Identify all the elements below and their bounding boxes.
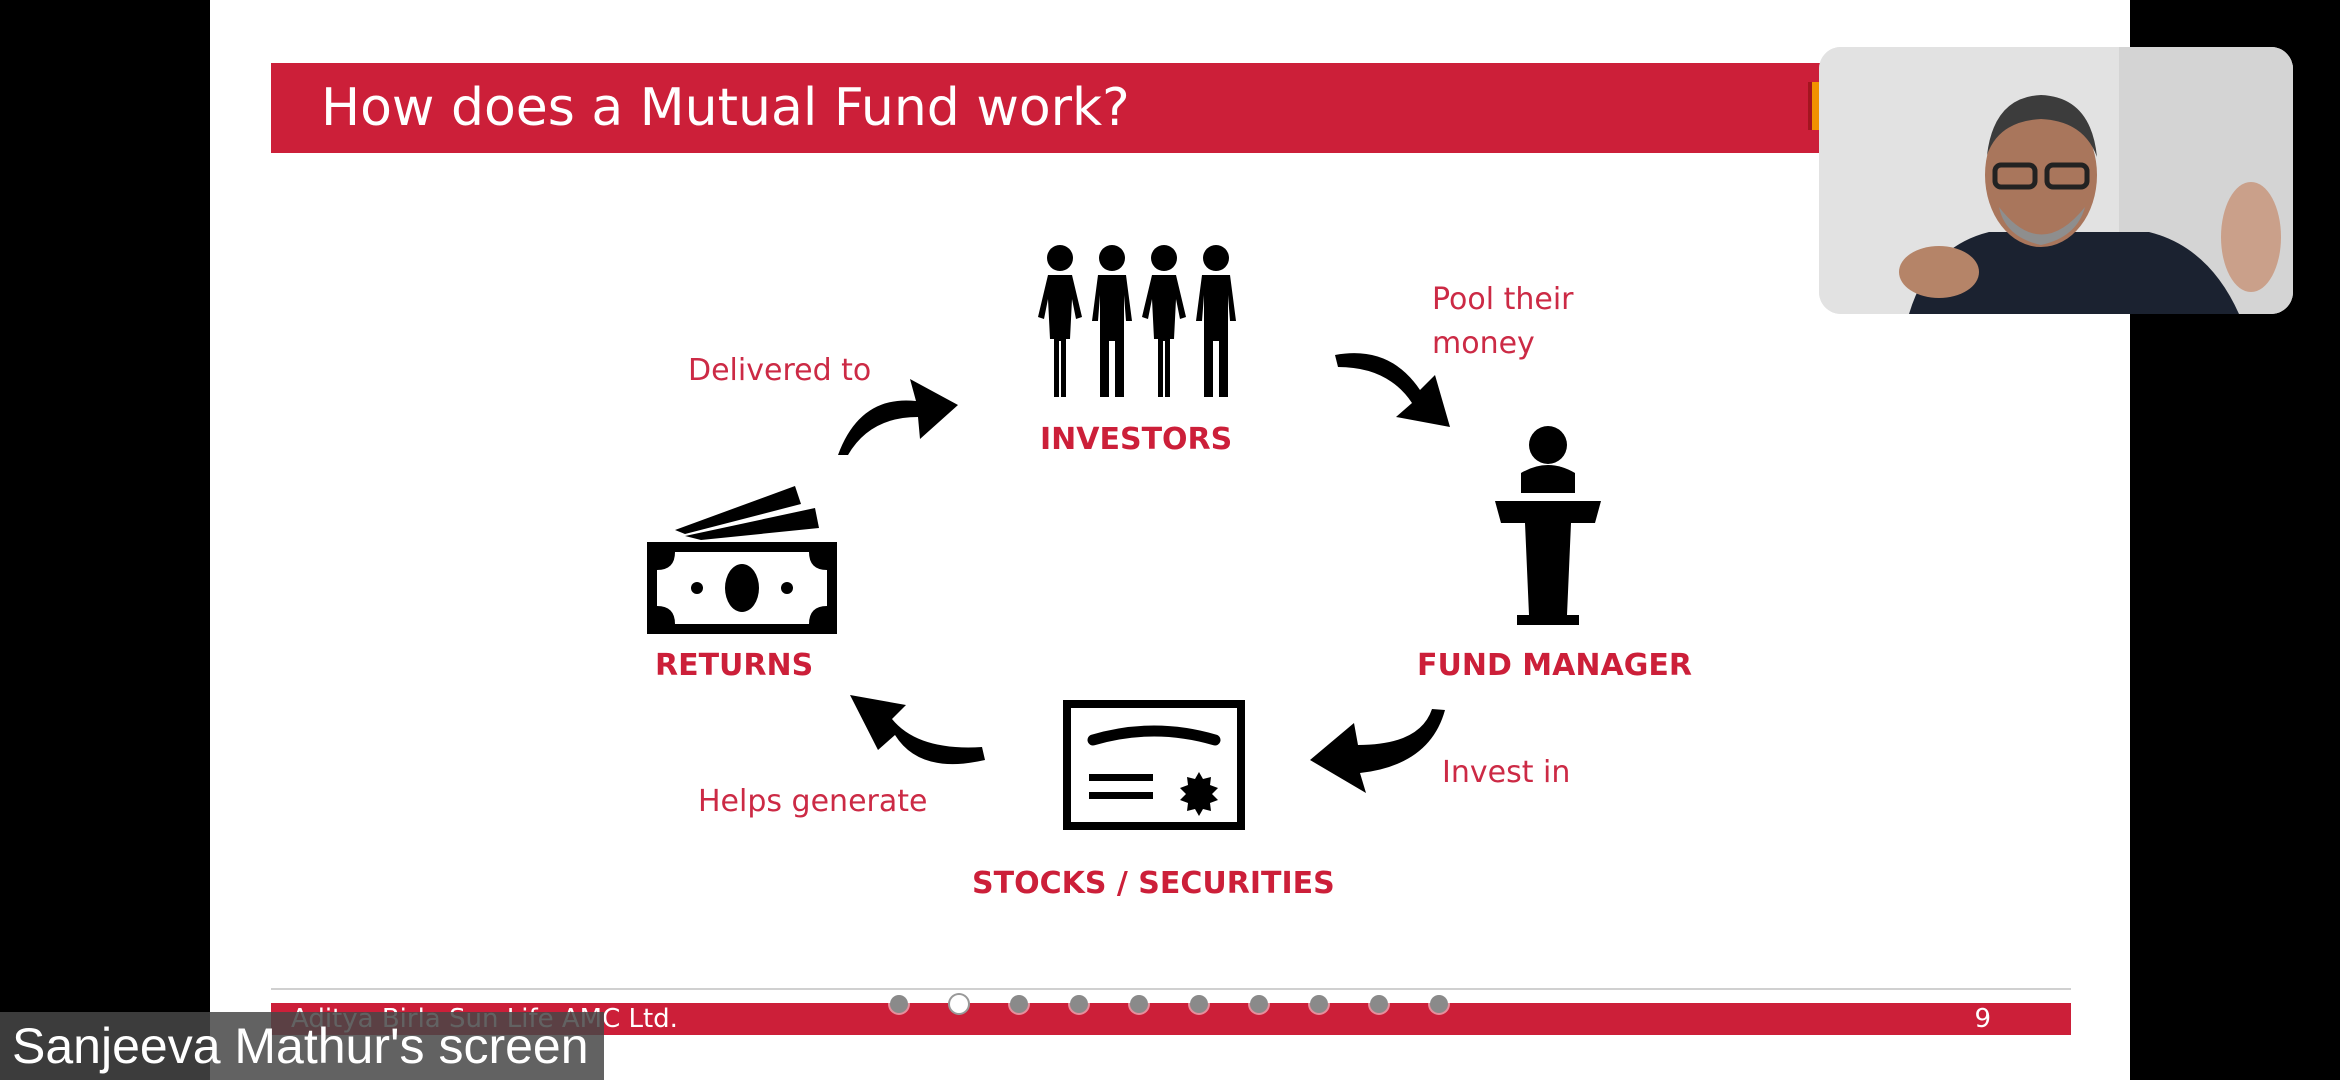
- slide-nav-dot[interactable]: [1310, 995, 1328, 1013]
- screen-share-caption: Sanjeeva Mathur's screen: [0, 1012, 604, 1080]
- slide-nav-dot[interactable]: [1250, 995, 1268, 1013]
- slide-nav-dot[interactable]: [1010, 995, 1028, 1013]
- screen-share-caption-text: Sanjeeva Mathur's screen: [12, 1018, 589, 1074]
- delivered-to-label: Delivered to: [688, 353, 872, 388]
- curved-arrow-icon: [850, 695, 985, 765]
- returns-label: RETURNS: [655, 648, 814, 683]
- pool-label-line1: Pool their: [1432, 282, 1574, 317]
- helps-generate-label: Helps generate: [698, 784, 928, 819]
- presenter-video-icon: [1819, 47, 2293, 314]
- slide-nav-dot[interactable]: [950, 995, 968, 1013]
- slide-nav-dot[interactable]: [1370, 995, 1388, 1013]
- curved-arrow-icon: [838, 379, 958, 455]
- presenter-video-thumbnail[interactable]: [1819, 47, 2293, 314]
- pool-label-line2: money: [1432, 326, 1535, 361]
- slide-nav-dot[interactable]: [890, 995, 908, 1013]
- title-bar: How does a Mutual Fund work?: [271, 63, 1831, 153]
- slide-nav-dot[interactable]: [1070, 995, 1088, 1013]
- page-number: 9: [1974, 1004, 1991, 1034]
- slide-nav-dot[interactable]: [1430, 995, 1448, 1013]
- fund-manager-label: FUND MANAGER: [1417, 648, 1692, 683]
- investors-label: INVESTORS: [1040, 422, 1233, 457]
- money-icon: [647, 486, 837, 634]
- footer-divider: [271, 988, 2071, 990]
- podium-icon: [1495, 426, 1601, 625]
- stocks-label: STOCKS / SECURITIES: [972, 866, 1335, 901]
- curved-arrow-icon: [1310, 709, 1445, 793]
- people-icon: [1038, 245, 1236, 397]
- invest-in-label: Invest in: [1442, 755, 1571, 790]
- slide-nav-dot[interactable]: [1190, 995, 1208, 1013]
- slide-nav-dot[interactable]: [1130, 995, 1148, 1013]
- presentation-slide: How does a Mutual Fund work? INVESTORS: [210, 0, 2130, 1080]
- certificate-icon: [1063, 700, 1245, 830]
- slide-navigation-dots: [890, 995, 1448, 1013]
- curved-arrow-icon: [1335, 353, 1450, 427]
- slide-title: How does a Mutual Fund work?: [321, 78, 1130, 138]
